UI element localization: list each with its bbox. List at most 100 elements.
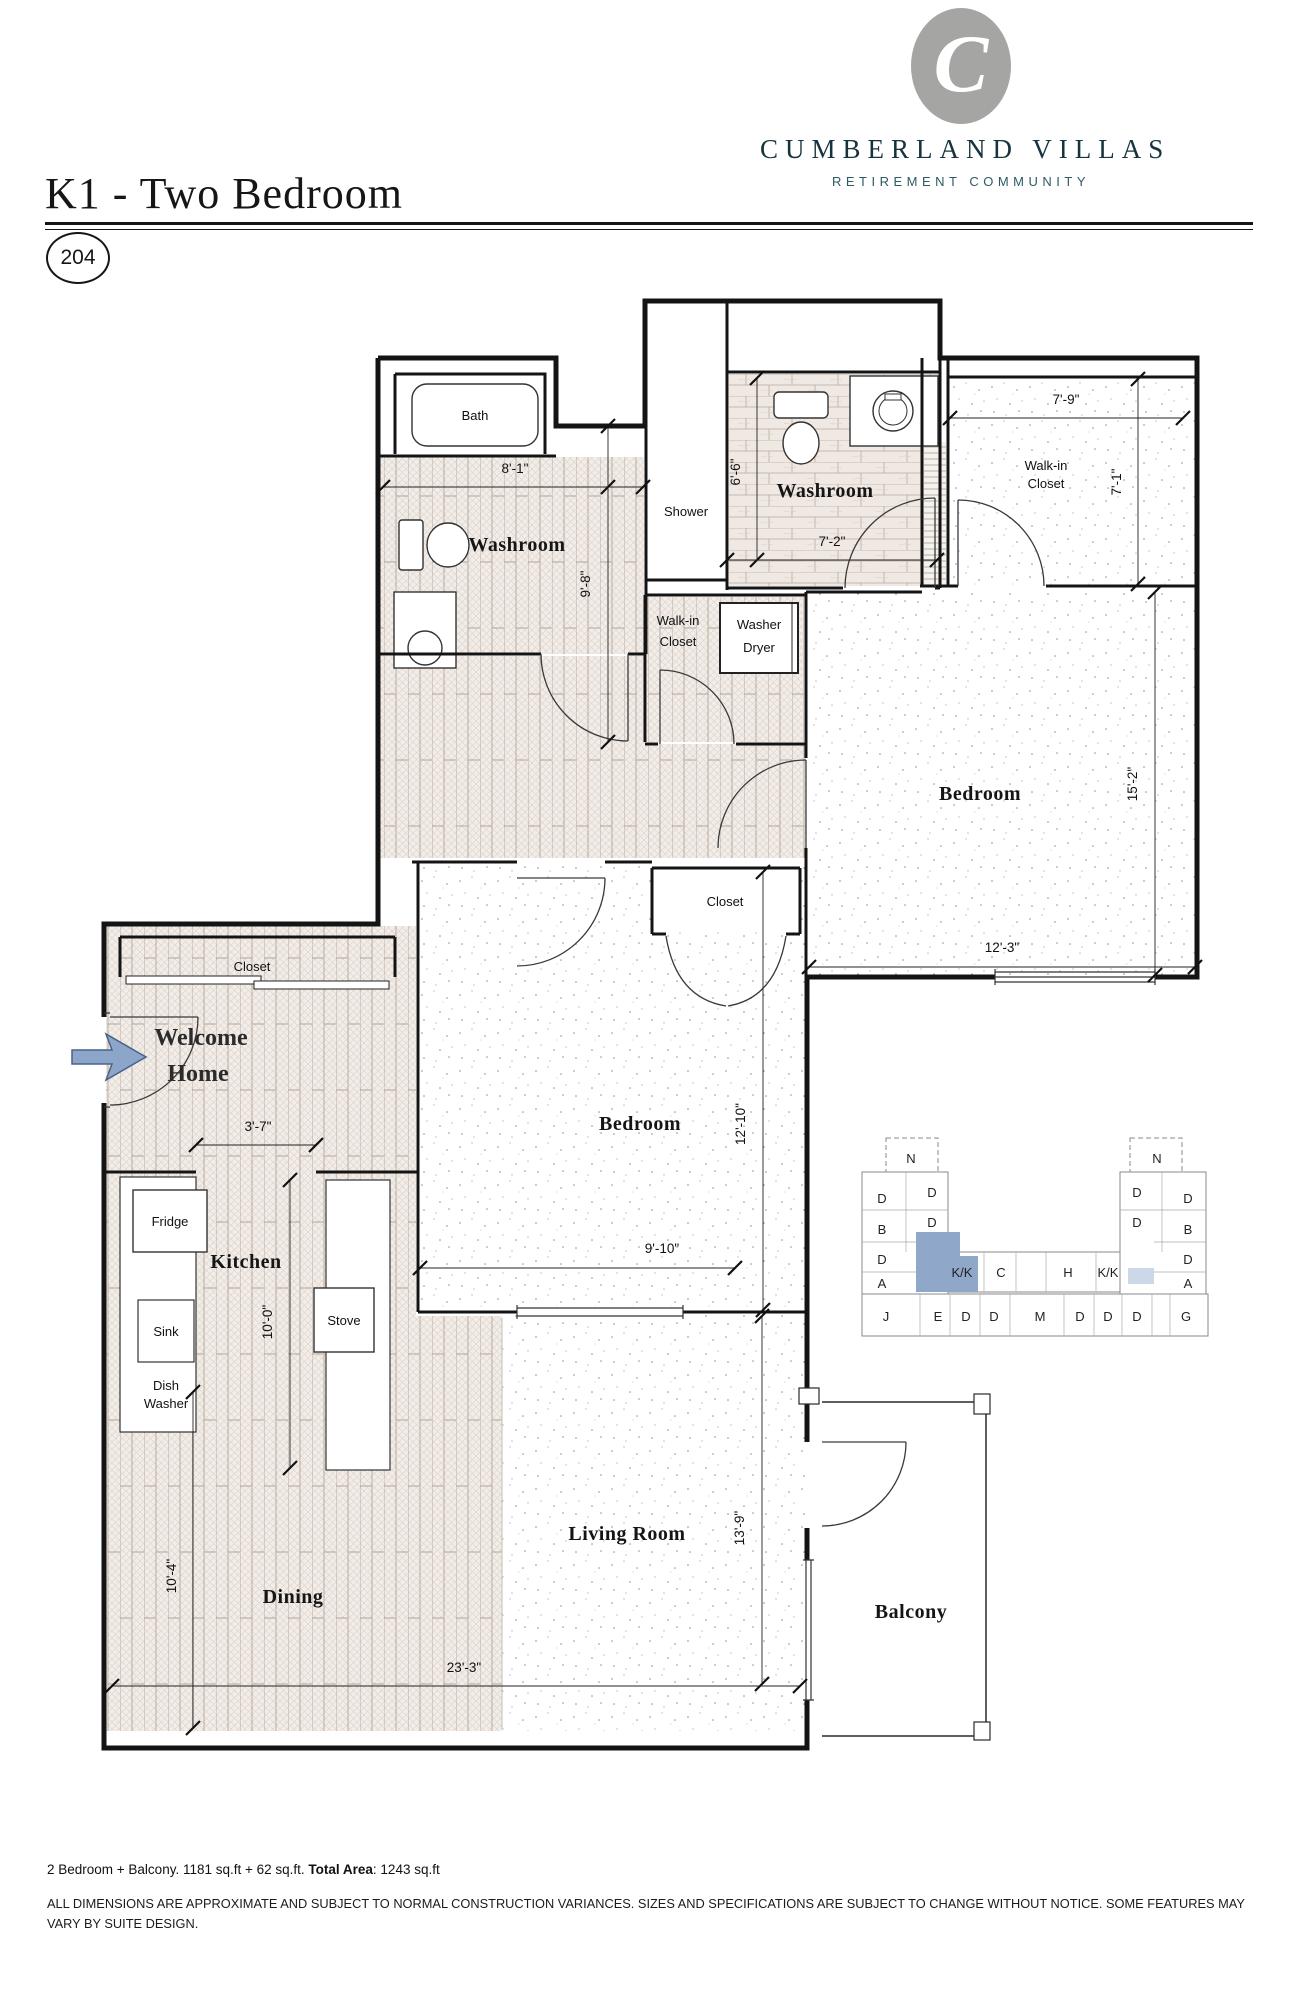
entry-door: [109, 1016, 199, 1106]
washroom-ensuite-label: Washroom: [777, 480, 874, 502]
entry-arrow-icon: [71, 1032, 148, 1082]
dim-wic-height: 7'-1": [1109, 468, 1124, 495]
keyplan-unit: J: [883, 1309, 890, 1324]
keyplan-unit: D: [961, 1309, 970, 1324]
vanity-basin-main: [407, 630, 443, 666]
keyplan-unit: D: [877, 1252, 886, 1267]
keyplan-unit: D: [1075, 1309, 1084, 1324]
keyplan-unit: K/K: [1098, 1265, 1119, 1280]
area-summary-label: Total Area: [308, 1862, 373, 1877]
title-rule-thick: [45, 222, 1253, 225]
keyplan-unit: H: [1063, 1265, 1072, 1280]
ensuite-door: [844, 497, 936, 589]
dim-dining-height: 10'-4": [164, 1559, 179, 1594]
keyplan-highlight: [916, 1232, 978, 1292]
dining-label: Dining: [263, 1586, 324, 1608]
keyplan-highlight-light: [1128, 1268, 1154, 1284]
toilet-tank-main: [398, 519, 424, 571]
key-plan: N D D D B D A K/K C H K/K J E D D M D D …: [861, 1137, 1209, 1337]
sink-box: [137, 1299, 195, 1363]
keyplan-unit: D: [989, 1309, 998, 1324]
closet-slider-right: [253, 980, 390, 990]
keyplan-unit: D: [1132, 1185, 1141, 1200]
keyplan-unit: B: [1184, 1222, 1193, 1237]
dim-ensuite-width: 7'-2": [819, 534, 846, 549]
dim-bed1-width: 12'-3": [985, 940, 1020, 955]
shower-label: Shower: [664, 504, 709, 519]
area-summary-value: : 1243 sq.ft: [372, 1862, 440, 1877]
inner-walls: [104, 301, 1197, 1314]
keyplan-unit: A: [878, 1276, 887, 1291]
area-summary: 2 Bedroom + Balcony. 1181 sq.ft + 62 sq.…: [47, 1862, 440, 1877]
fixtures: [119, 375, 939, 1471]
keyplan-unit: A: [1184, 1276, 1193, 1291]
stipple-floor-bedroom1: [808, 592, 1196, 976]
keyplan-unit: D: [1183, 1191, 1192, 1206]
dim-ensuite-height: 6'-6": [728, 458, 743, 485]
keyplan-unit-lines: [862, 1172, 1206, 1336]
bedroom-closet-bifold: [665, 935, 787, 1007]
bedroom2-window: [516, 1305, 684, 1319]
brand-logo: C CUMBERLAND VILLAS RETIREMENT COMMUNITY: [760, 8, 1171, 189]
windows: [104, 969, 1156, 1701]
entry-door-jambs: [104, 1012, 110, 1108]
area-summary-text: 2 Bedroom + Balcony. 1181 sq.ft + 62 sq.…: [47, 1862, 309, 1877]
living-room-label: Living Room: [568, 1523, 685, 1545]
balcony-post-bottom: [973, 1721, 991, 1741]
stove-label: Stove: [327, 1313, 360, 1328]
keyplan-unit: D: [1132, 1309, 1141, 1324]
dishwasher-label2: Washer: [144, 1396, 189, 1411]
keyplan-unit: K/K: [952, 1265, 973, 1280]
dim-washroom-height: 9'-8": [578, 570, 593, 597]
plank-floor-hallway: [380, 656, 806, 858]
dim-bed2-height: 12'-10": [733, 1103, 748, 1145]
ensuite-faucet: [884, 393, 902, 401]
keyplan-unit: G: [1181, 1309, 1191, 1324]
bedroom-closet-fill: [652, 868, 800, 932]
welcome-line2: Home: [167, 1061, 229, 1087]
washer-dryer-unit: [719, 602, 799, 674]
laundry-closet-door: [659, 669, 735, 745]
walkin-closet-door: [957, 499, 1045, 587]
dimension-lines: 8'-1" 9'-8" 6'-6" 7'-2" 7'-9" 7'-1" 15'-…: [104, 370, 1203, 1736]
sink-label: Sink: [153, 1324, 179, 1339]
dim-entry-width: 3'-7": [245, 1119, 272, 1134]
dim-bed1-height: 15'-2": [1125, 767, 1140, 802]
page-title: K1 - Two Bedroom: [45, 169, 403, 218]
walkin-tr-label2: Closet: [1028, 476, 1065, 491]
balcony-window: [803, 1559, 814, 1701]
keyplan-unit: D: [1132, 1215, 1141, 1230]
unit-number-badge: 204: [46, 232, 110, 284]
brand-monogram: C: [933, 18, 989, 109]
doors: [109, 497, 1045, 1527]
keyplan-unit: D: [877, 1191, 886, 1206]
fridge-label: Fridge: [152, 1214, 189, 1229]
bath-label: Bath: [462, 408, 489, 423]
room-labels: Bath Washroom Shower Washroom Walk-in Cl…: [144, 408, 1068, 1623]
washer-label: Washer: [737, 617, 782, 632]
bedroom2-label: Bedroom: [599, 1113, 681, 1135]
dryer-label: Dryer: [743, 640, 775, 655]
washroom-main-label: Washroom: [469, 534, 566, 556]
bedroom1-window: [994, 969, 1156, 985]
dim-living-height: 13'-9": [732, 1511, 747, 1546]
brand-monogram-oval: C: [911, 8, 1011, 124]
ensuite-toilet: [782, 421, 820, 465]
dim-bed2-width: 9'-10": [645, 1241, 680, 1256]
balcony-post-wall: [798, 1387, 820, 1405]
welcome-line1: Welcome: [154, 1025, 248, 1051]
brand-name: CUMBERLAND VILLAS: [760, 134, 1171, 164]
closet-slider-left: [125, 975, 262, 985]
dim-total-width: 23'-3": [447, 1660, 482, 1675]
balcony-window-fill: [803, 1560, 814, 1700]
balcony-door: [821, 1441, 907, 1527]
dim-wic-width: 7'-9": [1053, 392, 1080, 407]
stipple-floor-living: [502, 1314, 806, 1731]
keyplan-unit: M: [1035, 1309, 1046, 1324]
dim-kitchen-height: 10'-0": [260, 1305, 275, 1340]
walkin-tr-label1: Walk-in: [1025, 458, 1068, 473]
keyplan-unit: E: [934, 1309, 943, 1324]
balcony-rail: [822, 1401, 987, 1737]
